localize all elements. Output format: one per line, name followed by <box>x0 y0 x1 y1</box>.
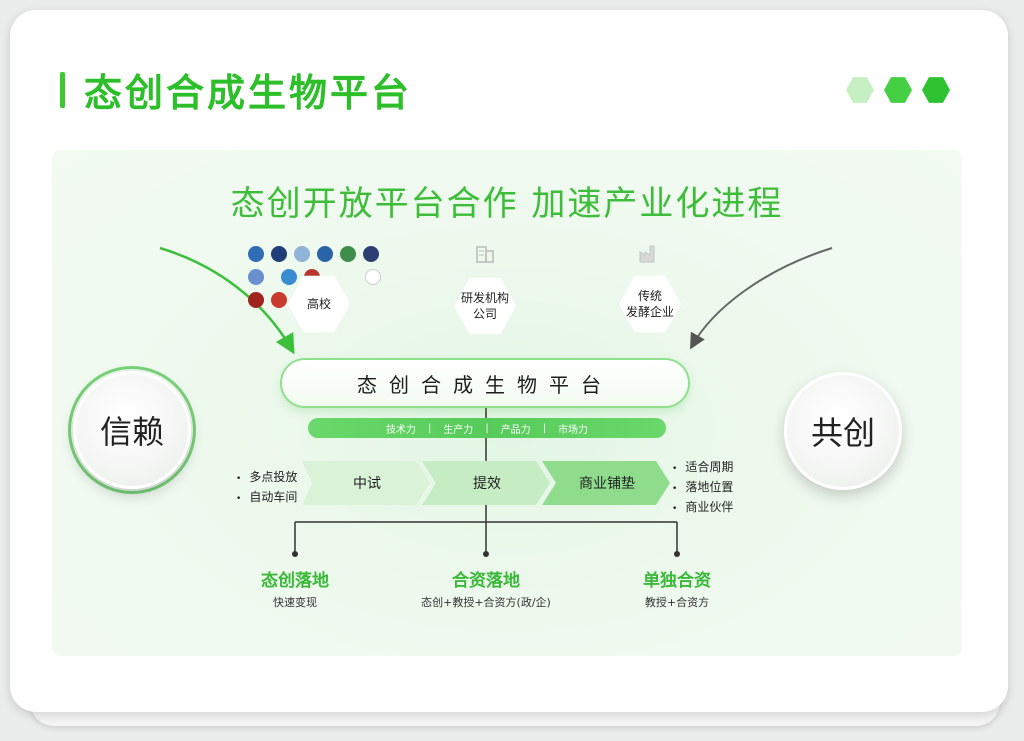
bullet-item: 商业伙伴 <box>672 498 733 518</box>
university-logo-icon <box>365 269 382 285</box>
partner-label: 研发机构 公司 <box>460 291 509 321</box>
title-accent-bar <box>60 72 65 108</box>
trust-ring <box>68 366 196 494</box>
trust-label: 信赖 <box>99 413 164 451</box>
university-logo-icon <box>248 246 264 262</box>
page-title: 态创合成生物平台 <box>84 71 413 115</box>
cocreate-bubble: 共创 <box>784 372 902 490</box>
partner-rnd: 研发机构 公司 <box>454 277 516 335</box>
stage-efficiency: 提效 <box>430 461 544 505</box>
outcome-title: 合资落地 <box>452 571 520 591</box>
outcome-joint: 合资落地 态创+教授+合资方(政/企) <box>396 566 576 610</box>
outcome-desc: 态创+教授+合资方(政/企) <box>421 596 551 609</box>
university-logo-icon <box>271 246 288 262</box>
hexagon-dark-icon <box>922 77 950 103</box>
separator: | <box>485 422 489 434</box>
hexagon-light-icon <box>846 77 874 103</box>
capability-item: 产品力 <box>500 424 531 436</box>
platform-banner: 态创合成生物平台 <box>282 360 688 406</box>
bullet-item: 适合周期 <box>672 458 733 478</box>
stage-label: 商业铺垫 <box>579 476 635 492</box>
diagram-subtitle: 态创开放平台合作 加速产业化进程 <box>230 184 784 224</box>
capability-item: 技术力 <box>385 424 416 436</box>
university-logo-icon <box>248 269 264 285</box>
bullet-item: 落地位置 <box>672 478 733 498</box>
stage-label: 中试 <box>353 476 381 492</box>
university-logo-icon <box>271 292 288 308</box>
university-logo-icon <box>294 246 311 262</box>
left-bullets: 多点投放 自动车间 <box>236 468 297 508</box>
outcome-desc: 教授+合资方 <box>644 596 710 609</box>
diagram-panel: 态创开放平台合作 加速产业化进程 <box>52 150 962 656</box>
building-icon <box>476 246 494 263</box>
university-logo-icon <box>281 269 298 285</box>
right-bullets: 适合周期 落地位置 商业伙伴 <box>672 458 733 518</box>
capability-item: 市场力 <box>558 424 589 436</box>
outcome-title: 单独合资 <box>643 571 711 591</box>
outcome-title: 态创落地 <box>261 571 329 591</box>
cocreate-label: 共创 <box>810 414 875 452</box>
stage-pilot: 中试 <box>310 461 424 505</box>
separator: | <box>542 422 547 434</box>
capability-strip: 技术力 | 生产力 | 产品力 | 市场力 <box>308 418 666 438</box>
factory-icon <box>639 245 655 263</box>
stage-commercial: 商业铺垫 <box>550 461 664 505</box>
hexagon-mid-icon <box>884 77 912 103</box>
university-logo-icon <box>340 246 357 262</box>
partner-label: 高校 <box>306 297 331 311</box>
stage-label: 提效 <box>473 476 501 492</box>
separator: | <box>427 422 432 434</box>
bullet-item: 自动车间 <box>236 488 297 508</box>
platform-label: 态创合成生物平台 <box>357 372 613 397</box>
university-logos <box>246 246 396 315</box>
university-logo-icon <box>317 246 334 262</box>
university-logo-icon <box>248 292 264 308</box>
university-logo-icon <box>363 246 380 262</box>
capability-item: 生产力 <box>443 424 474 436</box>
bullet-item: 多点投放 <box>236 468 297 488</box>
trust-bubble: 信赖 <box>73 371 191 489</box>
outcome-desc: 快速变现 <box>273 596 317 609</box>
partner-university: 高校 <box>288 275 350 333</box>
outcome-solo: 单独合资 教授+合资方 <box>607 566 747 610</box>
process-chevrons <box>302 461 670 505</box>
outcome-taichuang: 态创落地 快速变现 <box>225 566 365 610</box>
partner-label: 传统 发酵企业 <box>625 289 674 319</box>
